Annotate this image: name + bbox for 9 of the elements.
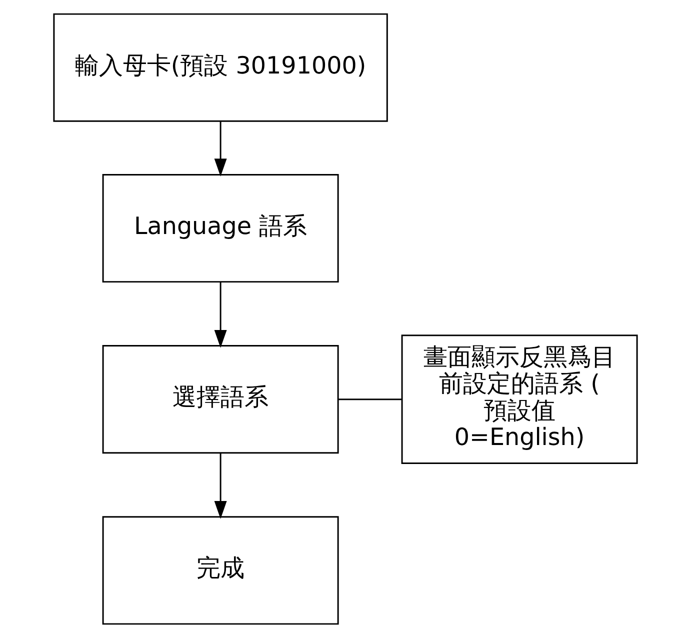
node-box: 畫面顯示反黑爲目前設定的語系 (預設值 0=English) (400, 334, 638, 464)
node-box: 選擇語系 (102, 345, 338, 454)
arrow (214, 121, 226, 176)
connector (338, 398, 401, 400)
node-box: 輸入母卡(預設 30191000) (52, 13, 388, 122)
node-box: Language 語系 (102, 174, 338, 283)
arrow (214, 282, 226, 348)
arrow (214, 453, 226, 519)
node-box: 完成 (102, 516, 338, 625)
